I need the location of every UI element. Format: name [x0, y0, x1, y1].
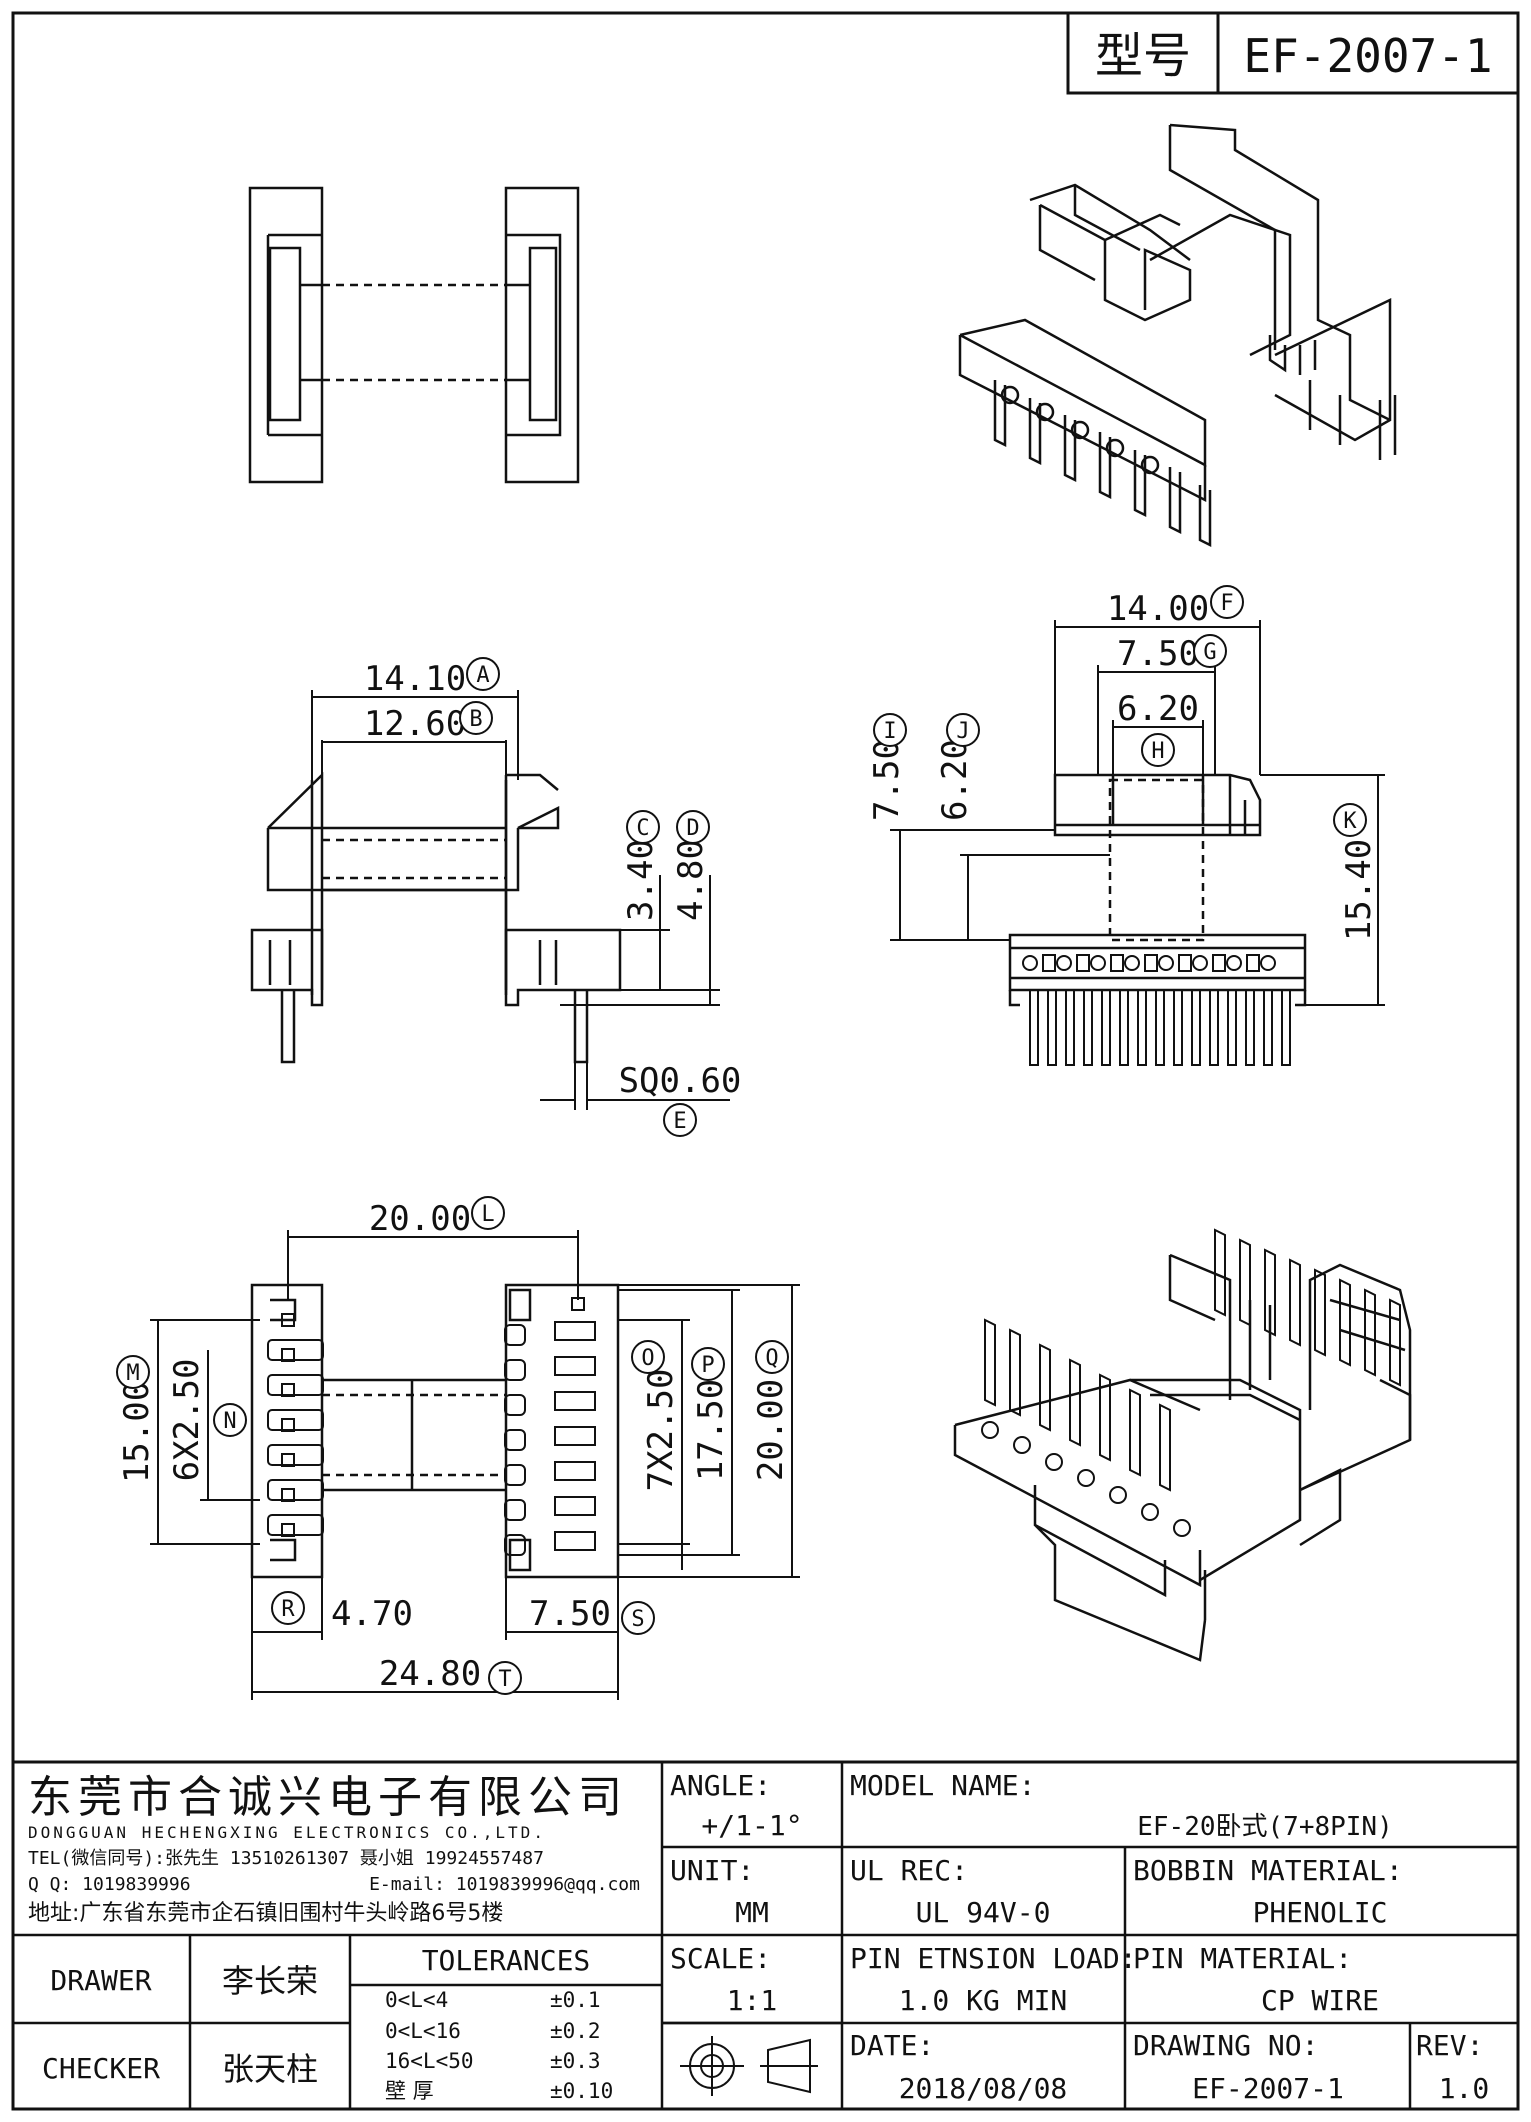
dim-H: 6.20: [1117, 689, 1199, 729]
pin-material-label: PIN MATERIAL:: [1133, 1942, 1352, 1975]
checker-label: CHECKER: [42, 2052, 160, 2085]
company-name-cn: 东莞市合诚兴电子有限公司: [28, 1772, 628, 1823]
pin-load-value: 1.0 KG MIN: [899, 1984, 1068, 2017]
callout-N: N: [223, 1409, 236, 1434]
callout-T: T: [498, 1667, 511, 1692]
unit-value: MM: [735, 1896, 769, 1929]
drawing-no-label: DRAWING NO:: [1133, 2029, 1318, 2062]
projection-symbol-icon: [680, 2036, 818, 2096]
callout-A: A: [476, 663, 489, 688]
callout-S: S: [631, 1607, 644, 1632]
iso-view-bottom-pins: [981, 1228, 1401, 1537]
ul-value: UL 94V-0: [916, 1896, 1051, 1929]
tol-range-1: 0<L<16: [385, 2019, 461, 2043]
company-tel: TEL(微信同号):张先生 13510261307 聂小姐 1992455748…: [28, 1848, 544, 1869]
title-block-grid: [13, 1760, 1518, 2109]
dim-P: 17.50: [691, 1379, 731, 1481]
dim-B: 12.60: [364, 704, 466, 744]
unit-label: UNIT:: [670, 1854, 754, 1887]
dim-I: 7.50: [867, 739, 907, 821]
company-address: 地址:广东省东莞市企石镇旧围村牛头岭路6号5楼: [28, 1901, 503, 1926]
tol-range-0: 0<L<4: [385, 1988, 448, 2012]
date-value: 2018/08/08: [899, 2072, 1068, 2105]
drawing-no-value: EF-2007-1: [1192, 2072, 1344, 2105]
pin-load-label: PIN ETNSION LOAD:: [850, 1942, 1137, 1975]
dim-C: 3.40: [621, 839, 661, 921]
callout-C: C: [636, 816, 649, 841]
callout-Q: Q: [765, 1346, 778, 1371]
side-view-pins: [1022, 954, 1291, 1066]
tolerances-title: TOLERANCES: [422, 1944, 591, 1977]
dim-F: 14.00: [1107, 589, 1209, 629]
front-view: [250, 772, 622, 1064]
dim-R: 4.70: [331, 1594, 413, 1634]
drawer-label: DRAWER: [50, 1964, 151, 1997]
dim-D: 4.80: [671, 839, 711, 921]
model-label: 型号: [1095, 28, 1191, 84]
angle-value: +/1-1°: [701, 1809, 802, 1842]
bottom-view-pins: [267, 1297, 596, 1556]
callout-G: G: [1203, 640, 1216, 665]
bobbin-label: BOBBIN MATERIAL:: [1133, 1854, 1403, 1887]
tol-value-0: ±0.1: [550, 1988, 601, 2012]
bobbin-value: PHENOLIC: [1253, 1896, 1388, 1929]
dim-G: 7.50: [1117, 634, 1199, 674]
model-name-label: MODEL NAME:: [850, 1769, 1035, 1802]
ul-label: UL REC:: [850, 1854, 968, 1887]
callout-O: O: [641, 1346, 654, 1371]
callout-E: E: [673, 1109, 686, 1134]
side-view: [1008, 773, 1307, 1007]
company-qq: Q Q: 1019839996: [28, 1874, 191, 1895]
scale-label: SCALE:: [670, 1942, 771, 1975]
date-label: DATE:: [850, 2029, 934, 2062]
dim-L: 20.00: [369, 1199, 471, 1239]
tol-value-2: ±0.3: [550, 2049, 601, 2073]
callout-circles: [116, 585, 1367, 1695]
dim-Q: 20.00: [751, 1379, 791, 1481]
callout-F: F: [1220, 591, 1233, 616]
callout-I: I: [883, 719, 896, 744]
dim-K: 15.40: [1339, 839, 1379, 941]
checker-name: 张天柱: [222, 2050, 318, 2088]
tol-value-3: ±0.10: [550, 2079, 613, 2103]
dim-T: 24.80: [379, 1654, 481, 1694]
company-email: E-mail: 1019839996@qq.com: [369, 1874, 640, 1895]
callout-B: B: [469, 707, 482, 732]
tol-range-3: 壁 厚: [385, 2079, 434, 2103]
drawer-name: 李长荣: [222, 1962, 318, 2000]
callout-D: D: [686, 816, 699, 841]
model-value: EF-2007-1: [1243, 29, 1492, 83]
angle-label: ANGLE:: [670, 1769, 771, 1802]
company-name-en: DONGGUAN HECHENGXING ELECTRONICS CO.,LTD…: [28, 1823, 546, 1842]
model-name-value: EF-20卧式(7+8PIN): [1137, 1812, 1393, 1842]
callout-M: M: [126, 1361, 139, 1386]
iso-view-bottom: [953, 1253, 1412, 1662]
pin-material-value: CP WIRE: [1261, 1984, 1379, 2017]
callout-J: J: [956, 719, 969, 744]
iso-view-top: [958, 123, 1397, 503]
dim-A: 14.10: [364, 659, 466, 699]
dim-N: 6X2.50: [167, 1359, 207, 1482]
dim-O: 7X2.50: [641, 1369, 681, 1492]
callout-K: K: [1343, 809, 1357, 834]
rev-label: REV:: [1416, 2029, 1483, 2062]
dim-J: 6.20: [935, 739, 975, 821]
dim-S: 7.50: [529, 1594, 611, 1634]
callout-L: L: [481, 1202, 494, 1227]
dim-E: SQ0.60: [619, 1061, 742, 1101]
callout-P: P: [701, 1353, 714, 1378]
rev-value: 1.0: [1439, 2072, 1490, 2105]
scale-value: 1:1: [727, 1984, 778, 2017]
callout-H: H: [1151, 739, 1164, 764]
tol-range-2: 16<L<50: [385, 2049, 474, 2073]
callout-R: R: [281, 1597, 295, 1622]
top-view: [248, 186, 580, 484]
iso-view-top-pins: [993, 380, 1212, 548]
dim-M: 15.00: [117, 1381, 157, 1483]
tol-value-1: ±0.2: [550, 2019, 601, 2043]
